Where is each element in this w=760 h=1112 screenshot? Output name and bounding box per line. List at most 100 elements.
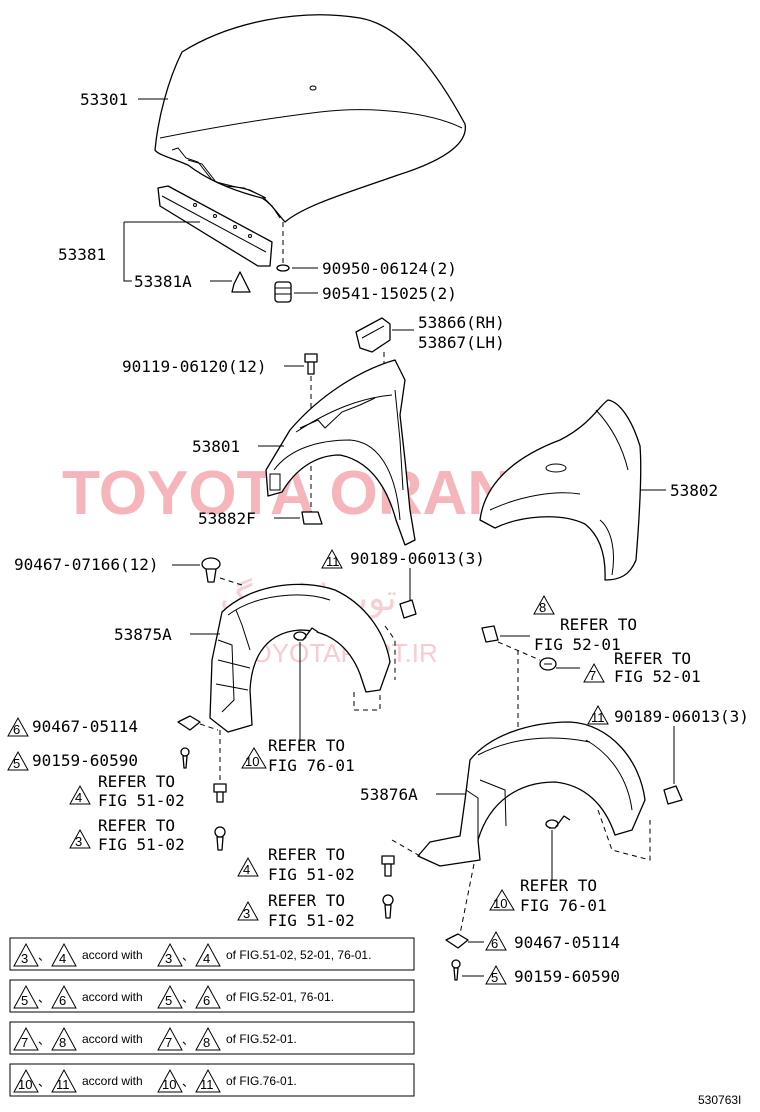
svg-text:10: 10 — [162, 1077, 176, 1092]
tri-8: 8 — [533, 594, 555, 615]
label-fig-76-rh: FIG 76-01 — [268, 756, 355, 775]
label-clip-6-lh: 90467-05114 — [514, 933, 620, 952]
legend-row-3: 7 、 8 accord with 7 、 8 of FIG.52-01. — [9, 1021, 415, 1055]
hood-drawing — [154, 14, 466, 265]
svg-text:、: 、 — [38, 1075, 50, 1089]
tri-4-rh: 4 — [69, 784, 91, 805]
svg-text:8: 8 — [203, 1035, 210, 1050]
part-7-drawing — [539, 657, 557, 671]
svg-text:3: 3 — [243, 906, 250, 921]
hood-seal-clip-drawing — [231, 271, 251, 293]
plug-drawing — [276, 264, 290, 272]
svg-text:、: 、 — [38, 1033, 50, 1047]
svg-text:、: 、 — [182, 949, 194, 963]
cushion-drawing — [274, 281, 292, 303]
svg-text:6: 6 — [203, 993, 210, 1008]
svg-text:of FIG.52-01, 76-01.: of FIG.52-01, 76-01. — [226, 990, 334, 1004]
tri-3-rh: 3 — [69, 828, 91, 849]
bolt-10-lh-drawing — [545, 815, 571, 829]
label-refer-3-lh: REFER TO — [268, 891, 345, 910]
bolt-10-rh-drawing — [293, 627, 319, 641]
svg-text:、: 、 — [38, 949, 50, 963]
label-fig-51-4-rh: FIG 51-02 — [98, 791, 185, 810]
label-fender-lh: 53802 — [670, 481, 718, 500]
svg-text:6: 6 — [491, 936, 498, 951]
svg-text:5: 5 — [491, 970, 498, 985]
legend-row-1: 3 、 4 accord with 3 、 4 of FIG.51-02, 52… — [9, 937, 415, 971]
label-liner-clip: 90467-07166(12) — [14, 555, 159, 574]
label-cushion: 90541-15025(2) — [322, 284, 457, 303]
label-liner-lh: 53876A — [360, 785, 418, 804]
svg-text:3: 3 — [75, 834, 82, 849]
label-clip-11-rh: 90189-06013(3) — [350, 549, 485, 568]
label-fig-51-3-lh: FIG 51-02 — [268, 911, 355, 930]
svg-text:4: 4 — [203, 951, 210, 966]
hood-seal-drawing — [157, 185, 273, 267]
figure-code: 530763I — [698, 1093, 741, 1107]
label-refer-10-lh: REFER TO — [520, 876, 597, 895]
svg-text:11: 11 — [326, 554, 340, 569]
lead-hood-seal-bracket — [123, 222, 132, 282]
label-fender-bolt: 90119-06120(12) — [122, 357, 267, 376]
part-3-rh-drawing — [214, 826, 226, 851]
svg-text:7: 7 — [21, 1035, 28, 1050]
svg-text:6: 6 — [13, 722, 20, 737]
screw-5-rh-drawing — [180, 747, 190, 769]
legend-row-2: 5 、 6 accord with 5 、 6 of FIG.52-01, 76… — [9, 979, 415, 1013]
part-4-lh-drawing — [381, 855, 395, 877]
part-3-lh-drawing — [382, 894, 394, 919]
fender-bracket-drawing — [355, 317, 391, 353]
clip-6-rh-drawing — [177, 715, 201, 731]
label-screw-5-rh: 90159-60590 — [32, 751, 138, 770]
svg-text:7: 7 — [165, 1035, 172, 1050]
legend-row-4: 10 、 11 accord with 10 、 11 of FIG.76-01… — [9, 1063, 415, 1097]
label-refer-3-rh: REFER TO — [98, 816, 175, 835]
label-bracket-rh: 53866(RH) — [418, 313, 505, 332]
label-fig-52-8: FIG 52-01 — [534, 635, 621, 654]
tri-7: 7 — [583, 662, 605, 683]
svg-text:8: 8 — [59, 1035, 66, 1050]
label-refer-4-rh: REFER TO — [98, 772, 175, 791]
label-fig-76-lh: FIG 76-01 — [520, 896, 607, 915]
tri-10-rh: 10 — [241, 747, 267, 769]
svg-text:4: 4 — [59, 951, 66, 966]
tri-11-rh: 11 — [321, 548, 343, 569]
label-fig-51-3-rh: FIG 51-02 — [98, 835, 185, 854]
label-fender-seal: 53882F — [198, 509, 256, 528]
label-plug: 90950-06124(2) — [322, 259, 457, 278]
svg-text:of FIG.51-02, 52-01, 76-01.: of FIG.51-02, 52-01, 76-01. — [226, 948, 371, 962]
svg-text:3: 3 — [21, 951, 28, 966]
svg-text:3: 3 — [165, 951, 172, 966]
fender-rh-drawing — [265, 359, 416, 546]
label-fig-51-4-lh: FIG 51-02 — [268, 865, 355, 884]
liner-lh-drawing — [391, 721, 651, 867]
part-8-drawing — [481, 625, 499, 643]
svg-text:4: 4 — [243, 862, 250, 877]
svg-text:6: 6 — [59, 993, 66, 1008]
tri-11-lh: 11 — [587, 704, 609, 725]
label-clip-6-rh: 90467-05114 — [32, 717, 138, 736]
tri-4-lh: 4 — [237, 856, 259, 877]
svg-text:accord with: accord with — [82, 948, 143, 962]
svg-text:10: 10 — [493, 896, 507, 911]
svg-text:11: 11 — [56, 1077, 70, 1092]
svg-text:5: 5 — [13, 756, 20, 771]
svg-text:10: 10 — [245, 754, 259, 769]
part-4-rh-drawing — [213, 783, 227, 803]
svg-text:、: 、 — [182, 1033, 194, 1047]
svg-text:8: 8 — [539, 600, 546, 615]
label-hood: 53301 — [80, 90, 128, 109]
clip-11-lh-drawing — [663, 785, 683, 805]
screw-5-lh-drawing — [451, 959, 461, 981]
label-refer-7: REFER TO — [614, 649, 691, 668]
tri-3-lh: 3 — [237, 900, 259, 921]
tri-6-rh: 6 — [7, 716, 29, 737]
tri-5-rh: 5 — [7, 750, 29, 771]
liner-clip-drawing — [201, 557, 221, 583]
svg-text:of FIG.52-01.: of FIG.52-01. — [226, 1032, 297, 1046]
tri-6-lh: 6 — [485, 930, 507, 951]
svg-text:5: 5 — [21, 993, 28, 1008]
svg-text:7: 7 — [589, 668, 596, 683]
label-refer-10-rh: REFER TO — [268, 736, 345, 755]
